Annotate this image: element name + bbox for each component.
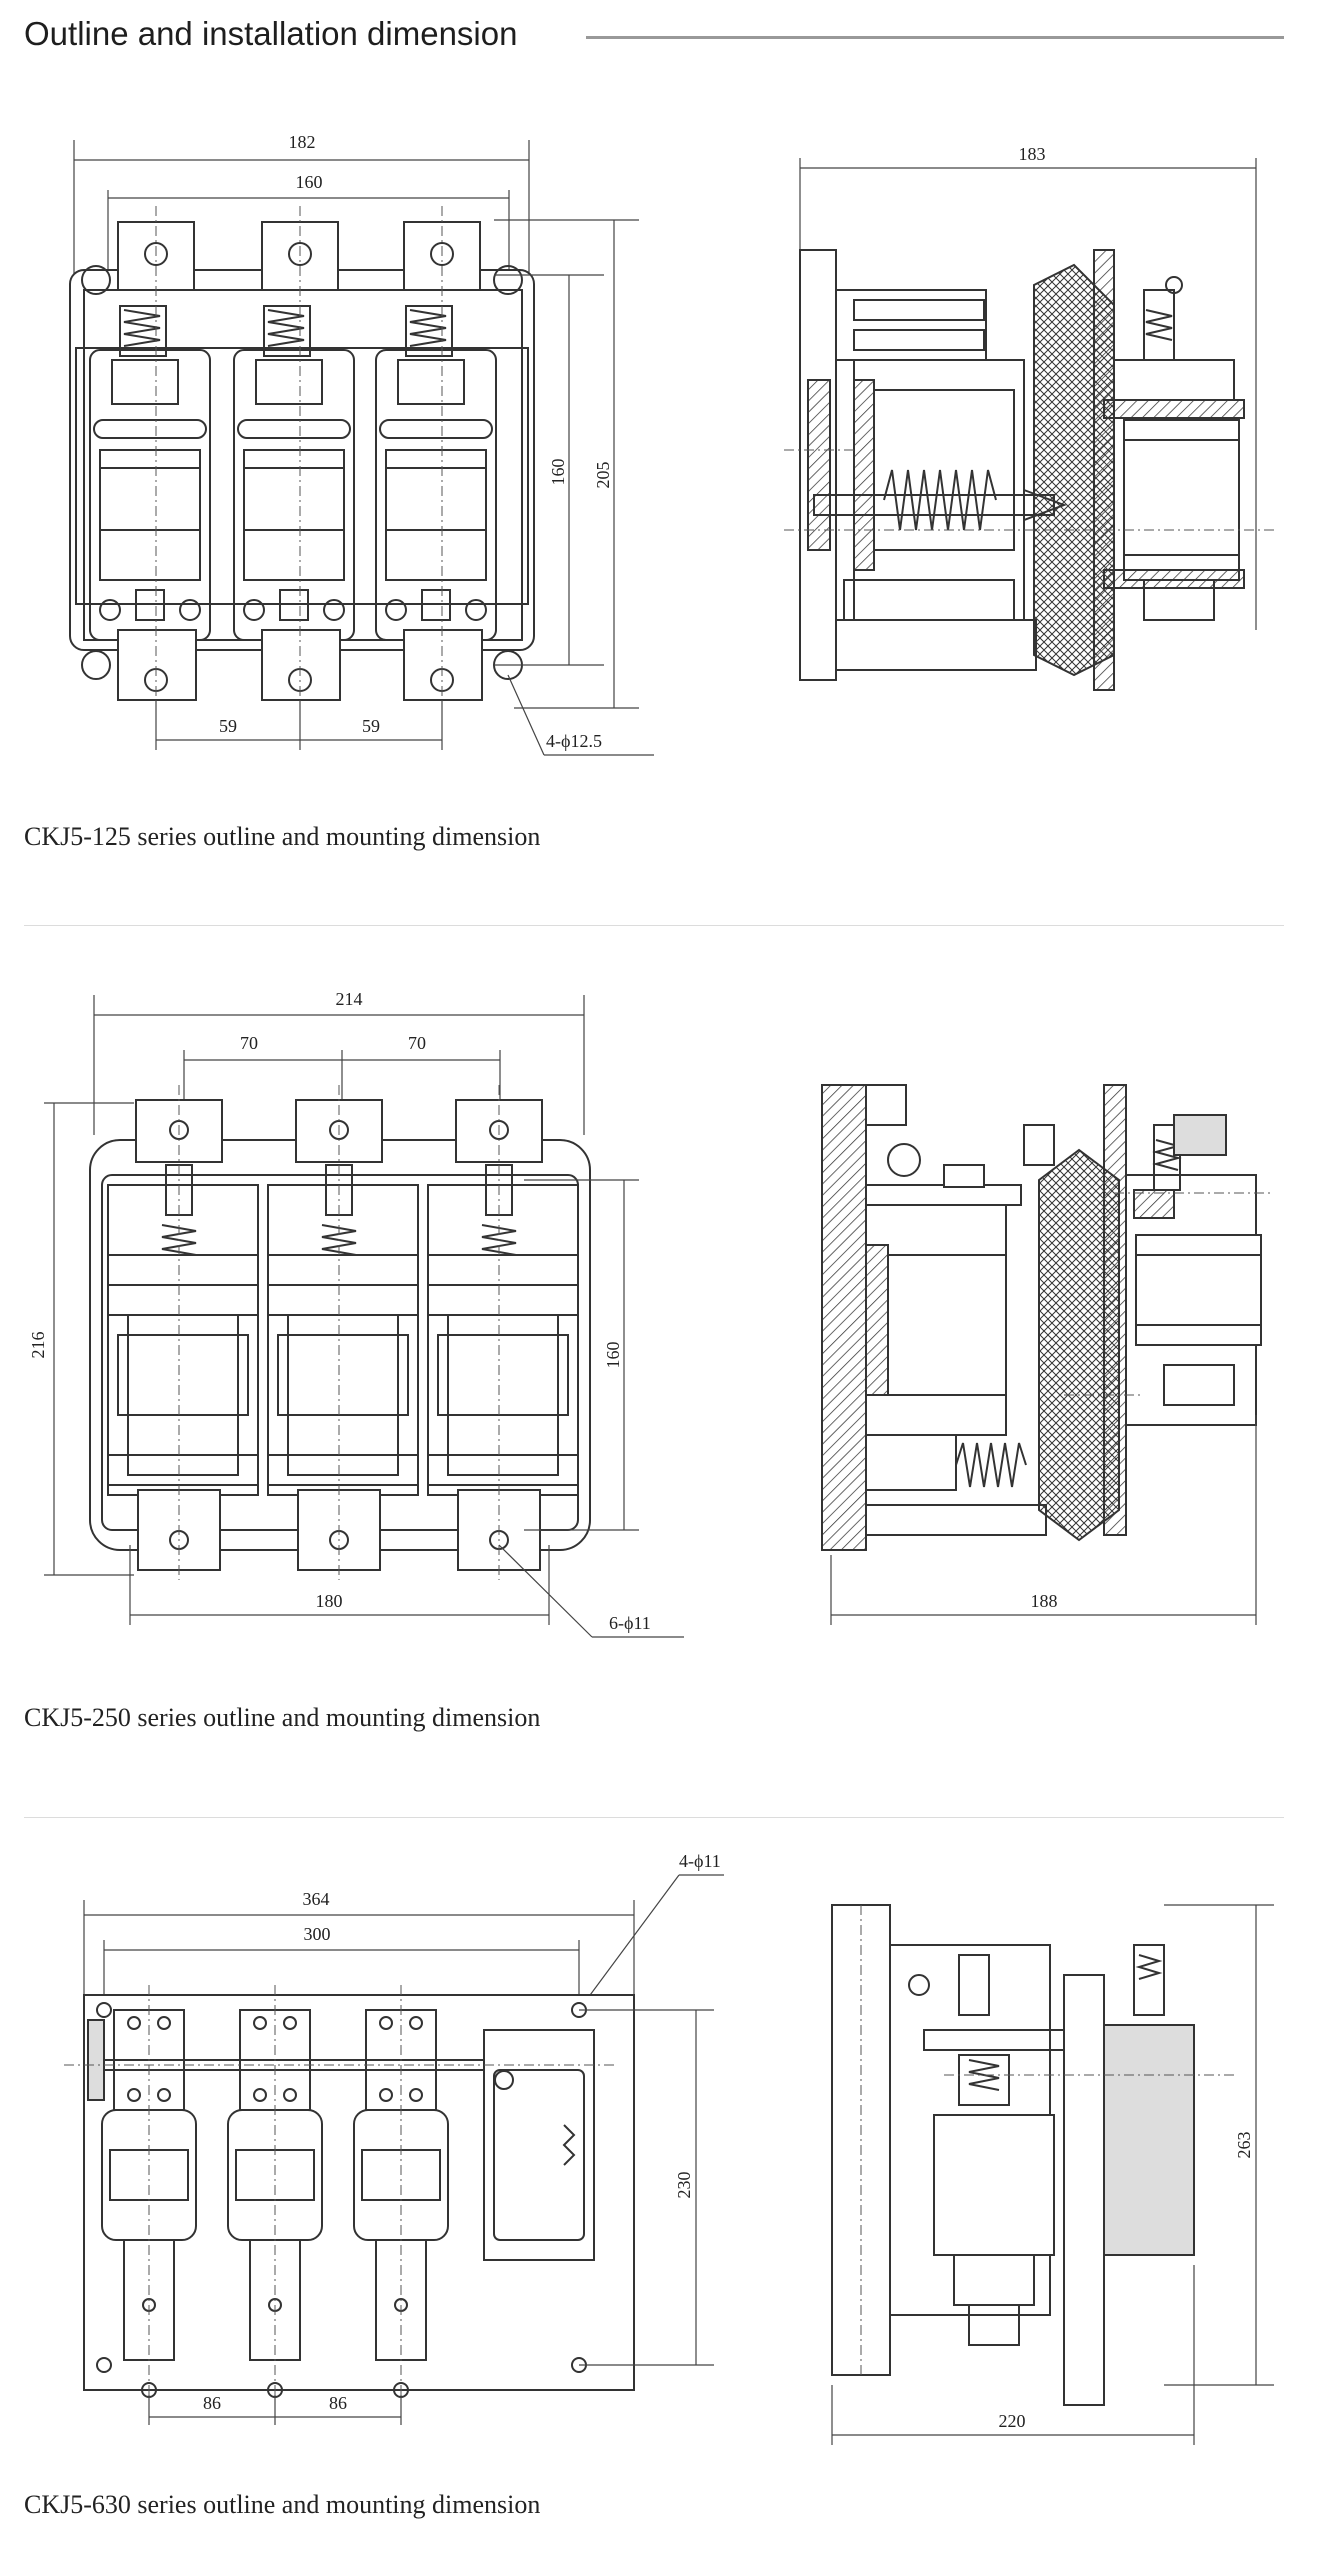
ckj5-250-drawing: 214 70 70 (28, 989, 1274, 1638)
front-view: 214 70 70 (28, 989, 684, 1638)
front-view: 182 160 (69, 132, 654, 756)
dim-depth: 220 (999, 2411, 1026, 2431)
dim-holes: 6-ϕ11 (609, 1613, 651, 1633)
dim-pitch-right: 86 (329, 2393, 347, 2413)
dim-width-overall: 182 (289, 132, 316, 152)
side-view: 188 (821, 1084, 1274, 1625)
dim-width-overall: 364 (303, 1889, 330, 1909)
side-view: 183 (784, 144, 1274, 691)
dim-pitch-left: 86 (203, 2393, 221, 2413)
dim-depth: 188 (1031, 1591, 1058, 1611)
dim-mount-width: 180 (316, 1591, 343, 1611)
section-ckj5-125: 182 160 (24, 110, 1284, 870)
front-view: 4-ϕ11 364 300 (64, 1851, 724, 2425)
pole-1 (89, 305, 211, 701)
pole-3 (375, 305, 497, 701)
pole-3 (427, 1164, 579, 1571)
dim-depth: 183 (1019, 144, 1046, 164)
header-rule (586, 36, 1284, 39)
pole-2 (233, 305, 355, 701)
dim-height-overall: 205 (593, 462, 613, 489)
caption-ckj5-630: CKJ5-630 series outline and mounting dim… (24, 2490, 541, 2519)
dim-pitch-left: 70 (240, 1033, 258, 1053)
side-view: 263 220 (831, 1904, 1274, 2445)
pole-1 (107, 1164, 259, 1571)
dim-height-inner: 160 (603, 1342, 623, 1369)
dim-holes: 4-ϕ11 (679, 1851, 721, 1871)
dim-holes: 4-ϕ12.5 (546, 731, 602, 751)
dim-height-inner: 160 (548, 459, 568, 486)
caption-ckj5-250: CKJ5-250 series outline and mounting dim… (24, 1703, 541, 1732)
section-header: Outline and installation dimension (24, 10, 1284, 60)
dim-width-inner: 160 (296, 172, 323, 192)
dim-height-overall: 216 (28, 1332, 48, 1359)
dim-height: 263 (1234, 2132, 1254, 2159)
dim-pitch-right: 59 (362, 716, 380, 736)
divider-2 (24, 1817, 1284, 1818)
caption-ckj5-125: CKJ5-125 series outline and mounting dim… (24, 822, 541, 851)
dim-width-inner: 300 (304, 1924, 331, 1944)
dim-width-overall: 214 (336, 989, 363, 1009)
page-title: Outline and installation dimension (24, 15, 518, 52)
dim-pitch-right: 70 (408, 1033, 426, 1053)
section-ckj5-630: 4-ϕ11 364 300 (24, 1845, 1284, 2545)
ckj5-125-drawing: 182 160 (69, 132, 1274, 756)
divider-1 (24, 925, 1284, 926)
dim-pitch-left: 59 (219, 716, 237, 736)
section-ckj5-250: 214 70 70 (24, 975, 1284, 1775)
dim-height-inner: 230 (674, 2172, 694, 2199)
ckj5-630-drawing: 4-ϕ11 364 300 (64, 1851, 1274, 2445)
